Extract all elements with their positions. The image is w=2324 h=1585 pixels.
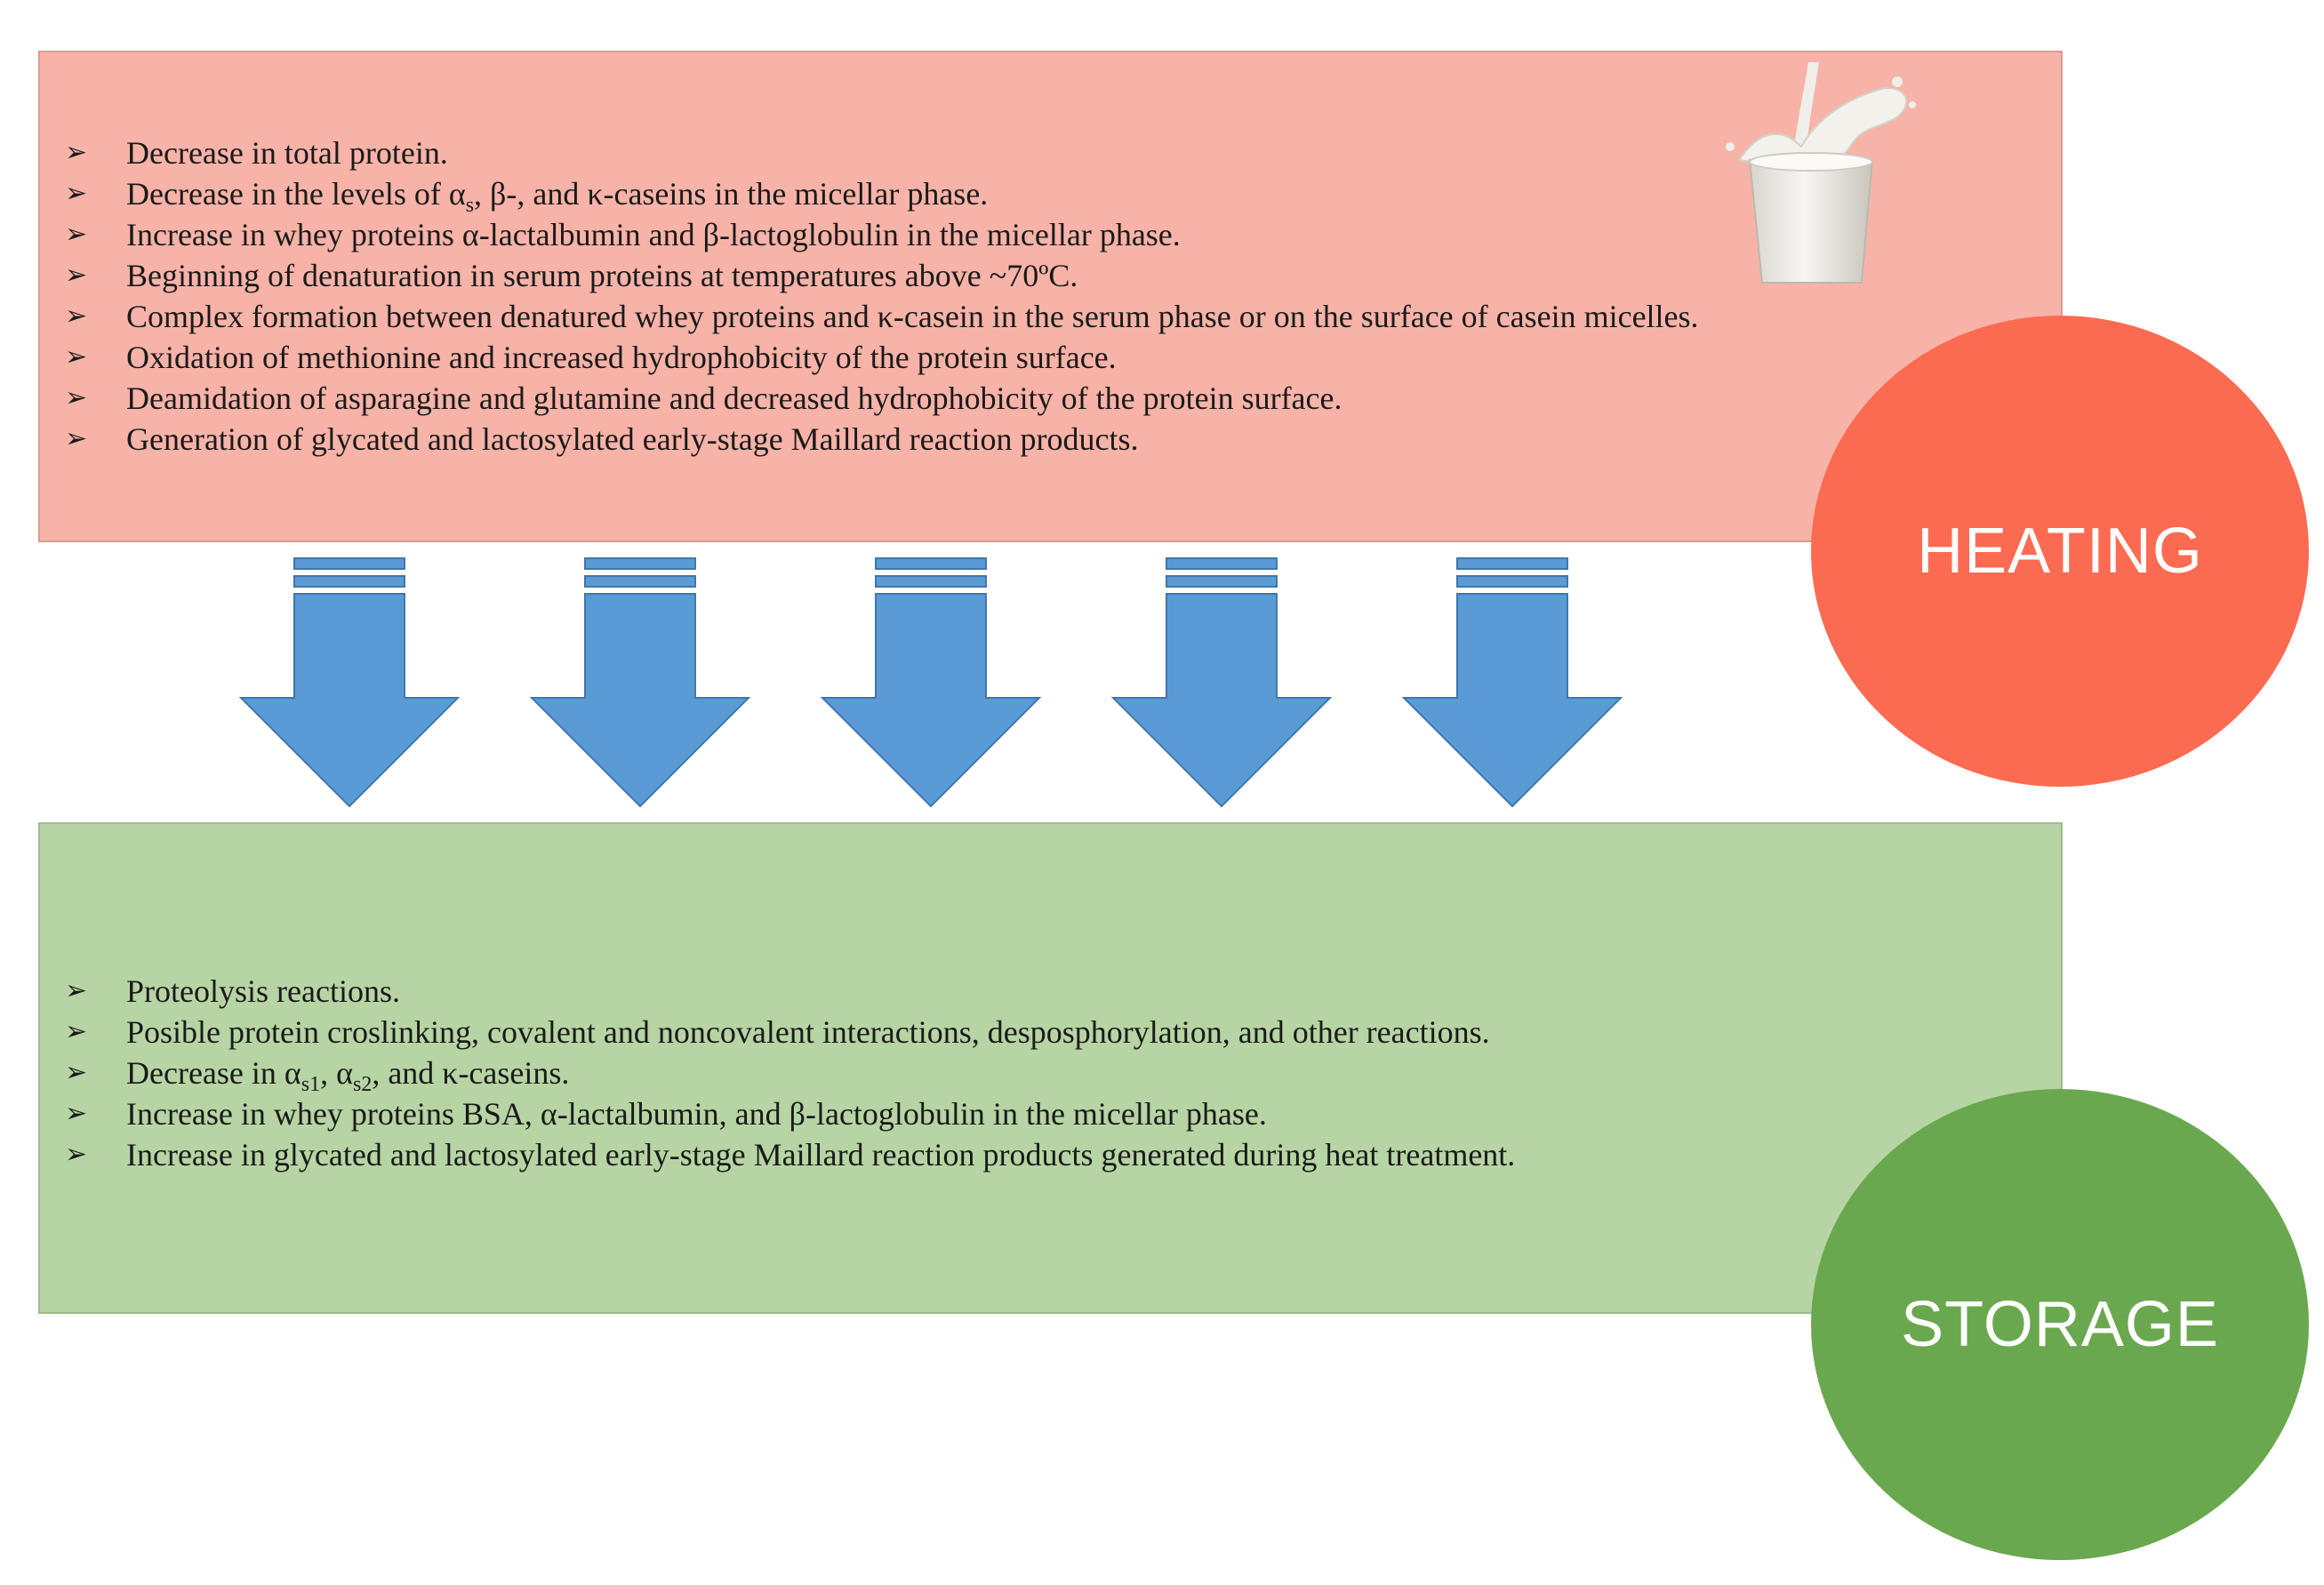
arrowhead-bullet-icon: ➢ [65, 1017, 88, 1046]
bullet-subscript: s2 [352, 1073, 373, 1097]
storage-label: STORAGE [1901, 1289, 2219, 1360]
bullet-text: Increase in whey proteins α-lactalbumin … [126, 217, 1181, 252]
bullet-text: Decrease in total protein. [126, 135, 448, 171]
bullet-text: Increase in glycated and lactosylated ea… [126, 1137, 1516, 1173]
arrowhead-bullet-icon: ➢ [65, 301, 88, 331]
storage-circle-label: STORAGE [1811, 1089, 2309, 1560]
list-item: ➢ Increase in whey proteins α-lactalbumin… [40, 214, 1699, 255]
list-item: ➢ Oxidation of methionine and increased h… [40, 337, 1699, 378]
list-item: ➢ Decrease in αs1, αs2, and κ-caseins. [40, 1053, 1515, 1097]
transition-arrows [238, 557, 1623, 808]
bullet-text-tail: , and κ-caseins. [372, 1055, 570, 1091]
bullet-subscript: s1 [301, 1073, 321, 1097]
storage-effects-list: ➢ Proteolysis reactions. ➢ Posible protein… [40, 971, 1515, 1175]
block-down-arrow-icon [238, 557, 461, 808]
arrowhead-bullet-icon: ➢ [65, 260, 88, 290]
arrowhead-bullet-icon: ➢ [65, 138, 88, 167]
bullet-subscript: s [465, 194, 475, 218]
heating-effects-panel: ➢ Decrease in total protein. ➢ Decrease in… [38, 51, 2063, 542]
list-item: ➢ Increase in whey proteins BSA, α-lactal… [40, 1093, 1515, 1134]
block-down-arrow-icon [1110, 557, 1333, 808]
bullet-text: Increase in whey proteins BSA, α-lactalb… [126, 1096, 1267, 1132]
block-down-arrow-icon [820, 557, 1042, 808]
bullet-text: Deamidation of asparagine and glutamine … [126, 380, 1342, 416]
list-item: ➢ Complex formation between denatured whe… [40, 296, 1699, 337]
bullet-text-middle: , α [320, 1055, 353, 1091]
arrowhead-bullet-icon: ➢ [65, 1058, 88, 1087]
bullet-text: Oxidation of methionine and increased hy… [126, 340, 1117, 375]
list-item: ➢ Decrease in the levels of αs, β-, and κ… [40, 173, 1699, 218]
arrowhead-bullet-icon: ➢ [65, 342, 88, 372]
list-item: ➢ Generation of glycated and lactosylated… [40, 419, 1699, 460]
block-down-arrow-icon [1401, 557, 1623, 808]
bullet-text: Complex formation between denatured whey… [126, 299, 1699, 334]
arrowhead-bullet-icon: ➢ [65, 179, 88, 208]
arrowhead-bullet-icon: ➢ [65, 424, 88, 453]
bullet-text: Decrease in the levels of α [126, 176, 466, 212]
bullet-text: Decrease in α [126, 1055, 301, 1091]
list-item: ➢ Posible protein croslinking, covalent a… [40, 1012, 1515, 1053]
list-item: ➢ Proteolysis reactions. [40, 971, 1515, 1012]
arrowhead-bullet-icon: ➢ [65, 383, 88, 412]
bullet-text: Posible protein croslinking, covalent an… [126, 1014, 1490, 1050]
arrowhead-bullet-icon: ➢ [65, 1140, 88, 1169]
list-item: ➢ Deamidation of asparagine and glutamine… [40, 378, 1699, 419]
bullet-text-tail: , β-, and κ-caseins in the micellar phas… [474, 176, 989, 212]
bullet-text: Generation of glycated and lactosylated … [126, 421, 1139, 457]
heating-circle-label: HEATING [1811, 316, 2309, 787]
list-item: ➢ Beginning of denaturation in serum prot… [40, 255, 1699, 296]
arrowhead-bullet-icon: ➢ [65, 220, 88, 249]
list-item: ➢ Decrease in total protein. [40, 132, 1699, 173]
arrowhead-bullet-icon: ➢ [65, 1099, 88, 1128]
heating-effects-list: ➢ Decrease in total protein. ➢ Decrease in… [40, 132, 1699, 460]
block-down-arrow-icon [529, 557, 751, 808]
bullet-text: Beginning of denaturation in serum prote… [126, 258, 1078, 293]
arrowhead-bullet-icon: ➢ [65, 976, 88, 1005]
list-item: ➢ Increase in glycated and lactosylated e… [40, 1134, 1515, 1175]
storage-effects-panel: ➢ Proteolysis reactions. ➢ Posible protein… [38, 822, 2063, 1314]
bullet-text: Proteolysis reactions. [126, 973, 400, 1009]
heating-label: HEATING [1917, 516, 2203, 587]
milk-glass-image [1726, 62, 1916, 284]
